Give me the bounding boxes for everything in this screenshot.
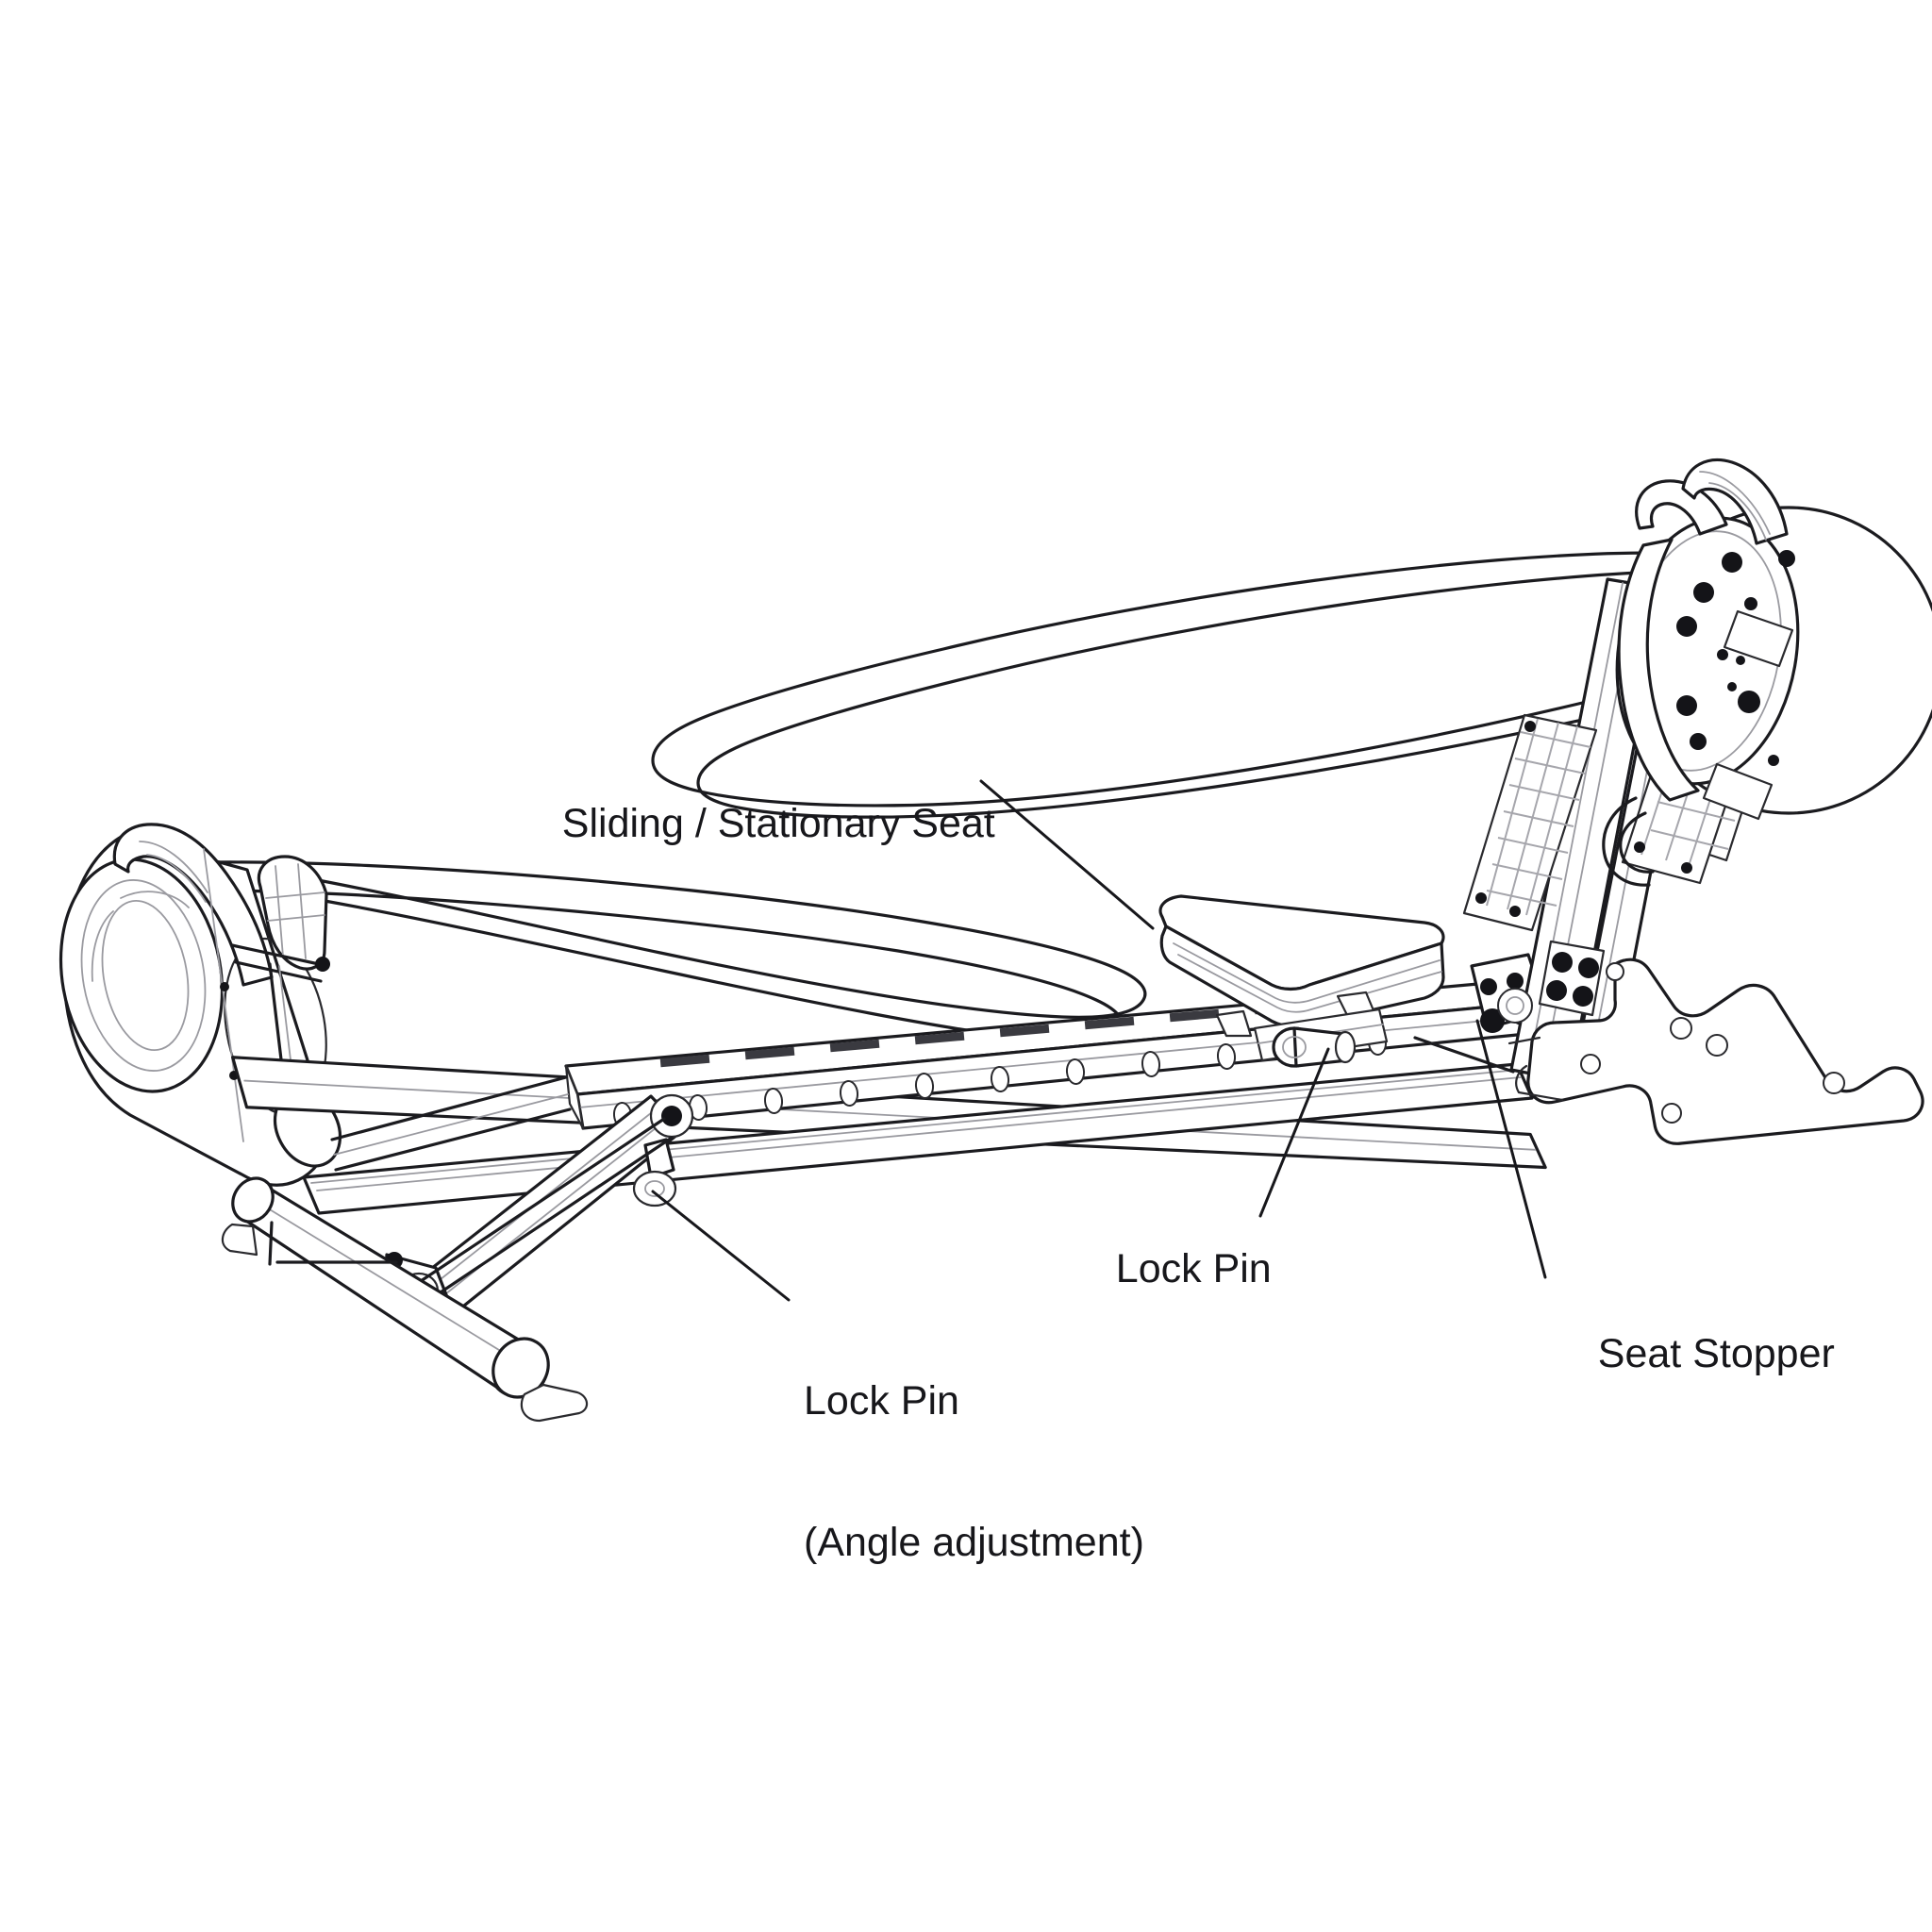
leader-lock-pin-seat-rail (1258, 1047, 1330, 1218)
callout-label-line-1: Lock Pin (804, 1378, 959, 1424)
front-stabilizer (221, 1176, 589, 1423)
column-pin-block (1538, 940, 1606, 1017)
callout-seat-stopper: Seat Stopper (1553, 1283, 1835, 1424)
callout-label-text: Lock Pin (1115, 1246, 1272, 1291)
leader-lock-pin-angle-adjustment (651, 1190, 791, 1302)
callout-sliding-stationary-seat: Sliding / Stationary Seat (517, 753, 995, 894)
leader-seat-stopper (1475, 1019, 1547, 1279)
callout-lock-pin-angle-adjustment: Lock Pin (Angle adjustment) (804, 1283, 1144, 1660)
callout-lock-pin-seat-rail: Lock Pin (1071, 1198, 1272, 1340)
lock-pin-knob (1272, 1026, 1357, 1068)
seat-pad (1158, 894, 1445, 1028)
foot-plate-left (1462, 713, 1598, 932)
leader-lines (651, 779, 1547, 1302)
callout-label-text: Sliding / Stationary Seat (561, 801, 995, 846)
strap-upper (651, 551, 1664, 819)
callout-label-text: Seat Stopper (1597, 1331, 1835, 1376)
leader-sliding-stationary-seat (979, 779, 1155, 930)
left-drum-assembly (58, 823, 342, 1187)
right-drum-assembly (1602, 458, 1932, 887)
frame-connections (268, 1036, 1515, 1266)
base-plate (1507, 958, 1924, 1145)
drum-port-holes (1676, 550, 1795, 766)
callout-label-line-2: (Angle adjustment) (804, 1520, 1144, 1565)
